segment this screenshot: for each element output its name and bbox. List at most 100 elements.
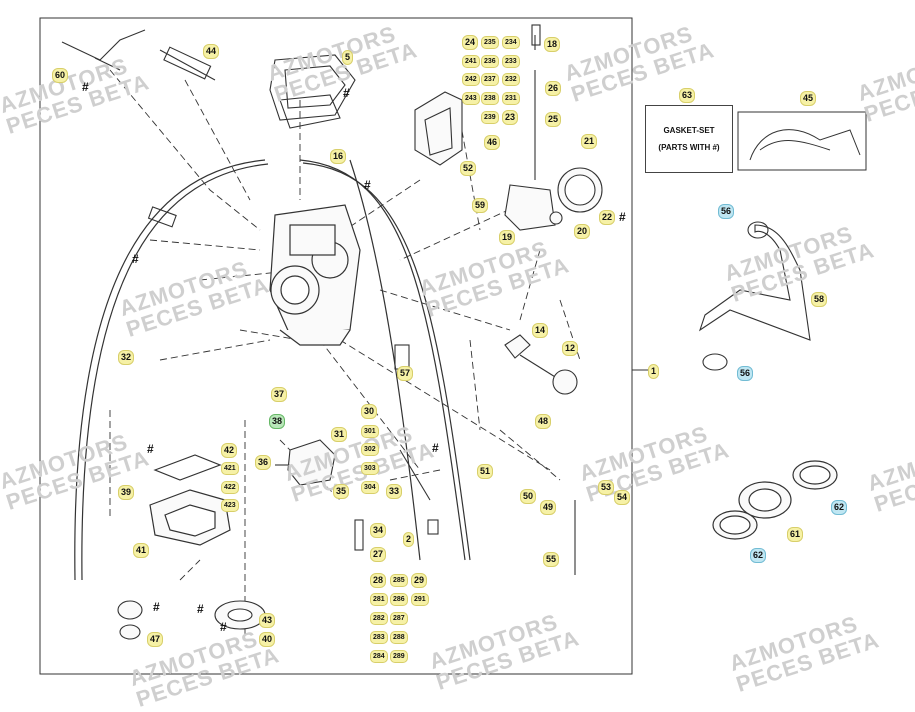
gasket-marker: #: [197, 602, 204, 616]
throttle-shaft: [504, 334, 578, 395]
callout-54: 54: [614, 490, 631, 505]
gasket-marker: #: [432, 441, 439, 455]
callout-63: 63: [679, 88, 696, 103]
callout-236: 236: [481, 55, 499, 68]
callout-28: 28: [370, 573, 387, 588]
breather-parts: [61, 29, 216, 81]
main-frame: [39, 17, 633, 675]
callout-55: 55: [543, 552, 560, 567]
callout-56-top: 56: [718, 204, 735, 219]
intake-boot: [712, 460, 838, 540]
callout-34: 34: [370, 523, 387, 538]
callout-237: 237: [481, 73, 499, 86]
accelerator-pump: [504, 167, 603, 231]
callout-24: 24: [462, 35, 479, 50]
callout-41: 41: [133, 543, 150, 558]
gasket-set-title: GASKET-SET: [663, 126, 715, 135]
callout-45: 45: [800, 91, 817, 106]
callout-62-right: 62: [831, 500, 848, 515]
callout-283: 283: [370, 631, 388, 644]
callout-286: 286: [390, 593, 408, 606]
callout-302: 302: [361, 443, 379, 456]
callout-288: 288: [390, 631, 408, 644]
gasket-marker: #: [343, 86, 350, 100]
callout-37: 37: [271, 387, 288, 402]
throttle-position-sensor: [414, 91, 463, 166]
callout-36: 36: [255, 455, 272, 470]
callout-19: 19: [499, 230, 516, 245]
callout-421: 421: [221, 462, 239, 475]
cables: [74, 159, 471, 581]
callout-5: 5: [342, 50, 354, 65]
callout-21: 21: [581, 134, 598, 149]
callout-285: 285: [390, 574, 408, 587]
callout-232: 232: [502, 73, 520, 86]
gasket-marker: #: [132, 252, 139, 266]
callout-287: 287: [390, 612, 408, 625]
wiring-harness: [737, 111, 867, 171]
gasket-set-box: GASKET-SET (PARTS WITH #): [645, 105, 733, 173]
callout-242: 242: [462, 73, 480, 86]
callout-48: 48: [535, 414, 552, 429]
callout-52: 52: [460, 161, 477, 176]
float: [275, 439, 336, 486]
callout-59: 59: [472, 198, 489, 213]
callout-35: 35: [333, 484, 350, 499]
callout-56-bottom: 56: [737, 366, 754, 381]
callout-284: 284: [370, 650, 388, 663]
callout-235: 235: [481, 36, 499, 49]
callout-26: 26: [545, 81, 562, 96]
callout-233: 233: [502, 55, 520, 68]
callout-38: 38: [269, 414, 286, 429]
callout-29: 29: [411, 573, 428, 588]
callout-43: 43: [259, 613, 276, 628]
callout-23: 23: [502, 110, 519, 125]
callout-60: 60: [52, 68, 69, 83]
callout-51: 51: [477, 464, 494, 479]
callout-33: 33: [386, 484, 403, 499]
gasket-set-note: (PARTS WITH #): [658, 143, 720, 152]
gasket-marker: #: [220, 620, 227, 634]
callout-303: 303: [361, 462, 379, 475]
callout-14: 14: [532, 323, 549, 338]
callout-423: 423: [221, 499, 239, 512]
callout-25: 25: [545, 112, 562, 127]
callout-422: 422: [221, 481, 239, 494]
callout-238: 238: [481, 92, 499, 105]
callout-1: 1: [648, 364, 660, 379]
callout-18: 18: [544, 37, 561, 52]
callout-2: 2: [403, 532, 415, 547]
callout-44: 44: [203, 44, 220, 59]
callout-301: 301: [361, 425, 379, 438]
callout-304: 304: [361, 481, 379, 494]
gasket-marker: #: [364, 178, 371, 192]
callout-241: 241: [462, 55, 480, 68]
callout-291: 291: [411, 593, 429, 606]
callout-243: 243: [462, 92, 480, 105]
gasket-marker: #: [82, 80, 89, 94]
jets-and-needles: [147, 24, 576, 575]
callout-281: 281: [370, 593, 388, 606]
callout-31: 31: [331, 427, 348, 442]
callout-61: 61: [787, 527, 804, 542]
callout-234: 234: [502, 36, 520, 49]
callout-49: 49: [540, 500, 557, 515]
vent-hose: [698, 221, 811, 371]
bowl-bottom-parts: [117, 600, 266, 640]
callout-50: 50: [520, 489, 537, 504]
callout-53: 53: [598, 480, 615, 495]
callout-42: 42: [221, 443, 238, 458]
callout-47: 47: [147, 632, 164, 647]
callout-231: 231: [502, 92, 520, 105]
callout-39: 39: [118, 485, 135, 500]
callout-40: 40: [259, 632, 276, 647]
callout-20: 20: [574, 224, 591, 239]
gasket-marker: #: [153, 600, 160, 614]
carburetor-body: [269, 204, 361, 346]
float-bowl: [149, 454, 231, 546]
callout-239: 239: [481, 111, 499, 124]
carburetor-top-cover: [269, 54, 356, 129]
callout-282: 282: [370, 612, 388, 625]
